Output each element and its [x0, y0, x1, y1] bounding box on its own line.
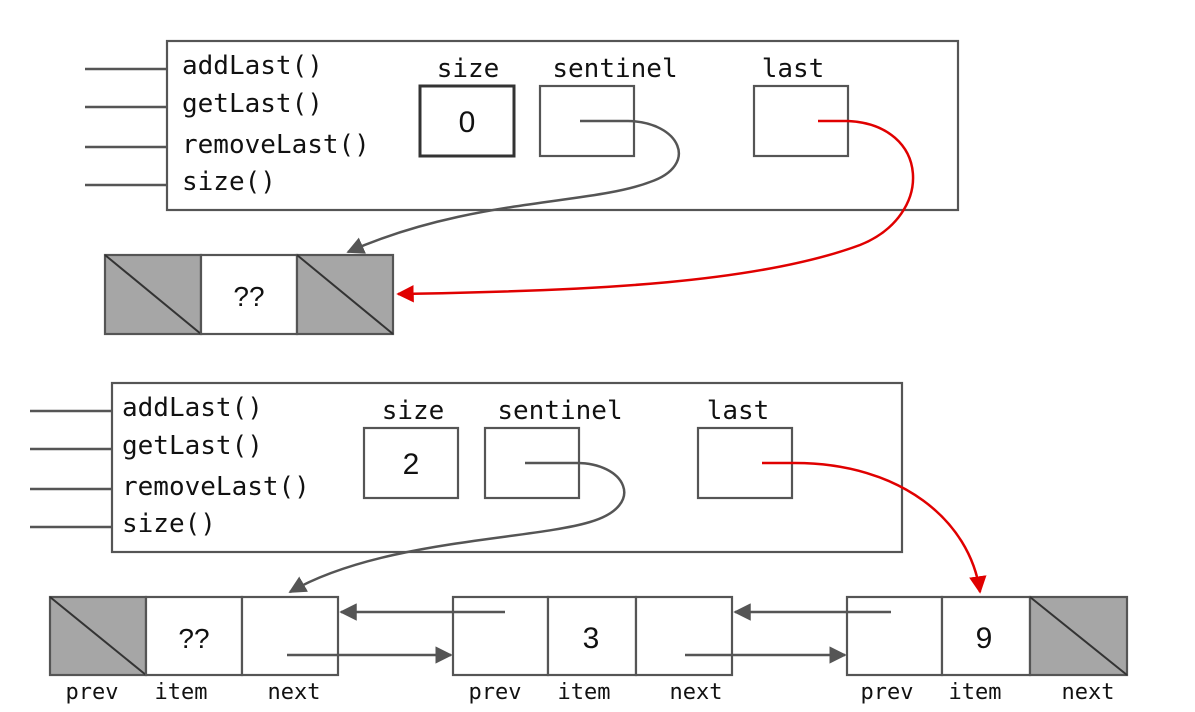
top-method-addlast: addLast() [182, 51, 323, 81]
bottom-method-size: size() [122, 509, 216, 539]
node0-item: ?? [178, 623, 209, 654]
top-method-size: size() [182, 167, 276, 197]
bottom-last-label: last [707, 396, 770, 426]
node0-item-cell [144, 595, 244, 677]
node2-prev-cell [845, 595, 944, 677]
bottom-node-sentinel: ?? prev item next [48, 595, 340, 705]
bottom-method-getlast: getLast() [122, 431, 263, 461]
top-size-value: 0 [459, 106, 476, 139]
null-slash [1029, 596, 1128, 676]
node2-item-cell [940, 595, 1032, 677]
bottom-sentinel-pointer-arrow [288, 461, 626, 594]
node1-next-label: next [670, 680, 723, 705]
bottom-node-9: 9 prev item next [845, 595, 1129, 705]
node0-item-label: item [155, 680, 208, 705]
null-slash [104, 254, 202, 335]
top-last-label: last [762, 54, 825, 84]
top-size-box [418, 84, 516, 158]
node0-next-cell [240, 595, 340, 677]
bottom-method-addlast: addLast() [122, 393, 263, 423]
top-size-label: size [437, 54, 500, 84]
bottom-list-object: addLast() getLast() removeLast() size() … [30, 381, 904, 554]
bottom-method-removelast: removeLast() [122, 472, 310, 502]
node1-prev-cell [451, 595, 550, 677]
top-method-removelast: removeLast() [182, 130, 370, 160]
node0-prev-label: prev [66, 680, 119, 705]
top-sentinel-node: ?? [103, 253, 395, 336]
top-method-getlast: getLast() [182, 89, 323, 119]
node0-next-label: next [268, 680, 321, 705]
node2-next-label: next [1062, 680, 1115, 705]
bottom-size-label: size [382, 396, 445, 426]
top-sentinel-item: ?? [233, 281, 264, 312]
node1-item-cell [546, 595, 638, 677]
node2-item: 9 [976, 622, 993, 655]
bottom-sentinel-label: sentinel [497, 396, 622, 426]
top-sentinel-label: sentinel [552, 54, 677, 84]
top-sentinel-pointer-arrow [346, 119, 681, 254]
bottom-size-value: 2 [403, 448, 420, 481]
null-slash [49, 596, 147, 676]
node2-prev-label: prev [861, 680, 914, 705]
bottom-last-pointer-arrow [762, 461, 987, 594]
bottom-size-box [362, 426, 460, 500]
node1-next-cell [634, 595, 734, 677]
top-last-pointer-arrow [396, 119, 915, 303]
bottom-node-3: 3 prev item next [451, 595, 734, 705]
node2-item-label: item [949, 680, 1002, 705]
node1-item-label: item [558, 680, 611, 705]
top-list-object: addLast() getLast() removeLast() size() … [85, 39, 960, 212]
null-slash [296, 254, 394, 335]
node1-prev-label: prev [469, 680, 522, 705]
node1-item: 3 [583, 622, 600, 655]
